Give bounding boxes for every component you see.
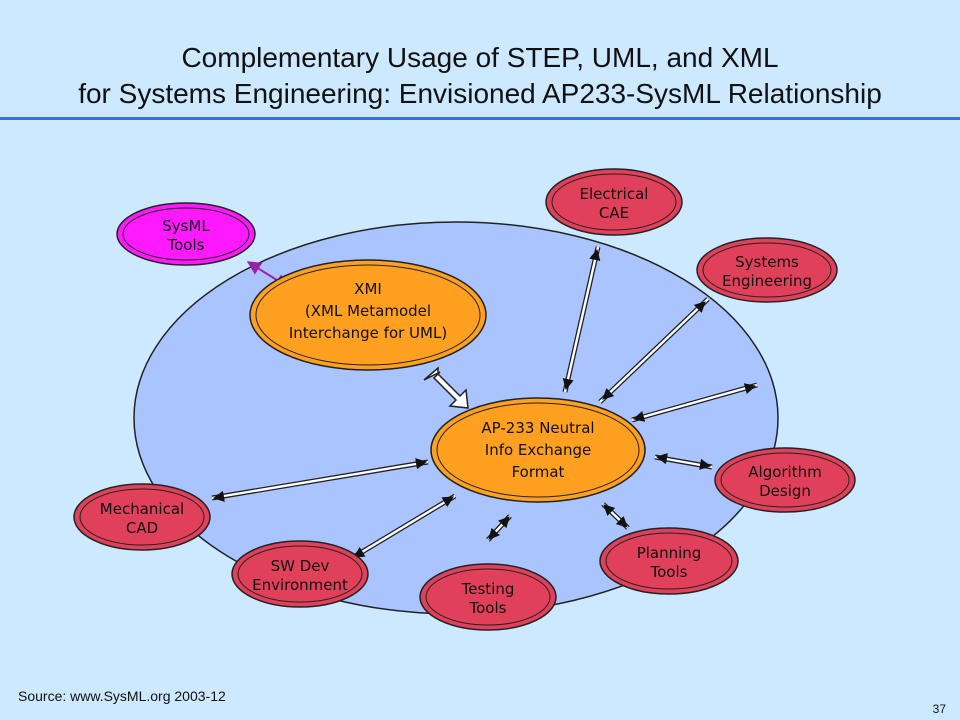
slide-title: Complementary Usage of STEP, UML, and XM… [0,40,960,112]
algorithm-label-2: Design [759,482,811,500]
node-planning-tools[interactable]: Planning Tools [599,527,739,595]
testing-label-2: Tools [469,599,507,617]
arrow-swdev [350,493,457,561]
node-mechanical-cad[interactable]: Mechanical CAD [73,483,211,551]
sysml-label-1: SysML [162,217,210,235]
electrical-label-2: CAE [599,204,629,222]
systems-label-2: Engineering [722,272,812,290]
title-line-2: for Systems Engineering: Envisioned AP23… [78,78,882,109]
swdev-label-2: Environment [252,576,348,594]
node-systems-engineering[interactable]: Systems Engineering [696,237,838,303]
arrow-mechanical [211,458,429,502]
sysml-label-2: Tools [167,236,205,254]
mechanical-label-2: CAD [126,519,158,537]
xmi-label-1: XMI [354,280,382,298]
systems-label-1: Systems [735,253,799,271]
node-sysml-tools[interactable]: SysML Tools [116,202,256,266]
node-sw-dev-environment[interactable]: SW Dev Environment [231,540,369,608]
arrow-outer-right [631,382,758,423]
node-xmi[interactable]: XMI (XML Metamodel Interchange for UML) [249,259,487,371]
source-citation: Source: www.SysML.org 2003-12 [18,688,226,704]
planning-label-2: Tools [650,563,688,581]
swdev-label-1: SW Dev [271,557,330,575]
testing-label-1: Testing [461,580,515,598]
ap233-label-2: Info Exchange [485,441,591,459]
xmi-ap233-wide-arrow-icon [423,366,469,409]
mechanical-label-1: Mechanical [100,500,184,518]
arrow-planning [601,502,630,530]
algorithm-label-1: Algorithm [748,463,821,481]
node-testing-tools[interactable]: Testing Tools [419,563,557,631]
arrow-systems [598,297,710,404]
ap233-label-1: AP-233 Neutral [481,419,594,437]
arrow-algorithm [654,453,713,470]
planning-label-1: Planning [637,544,702,562]
node-algorithm-design[interactable]: Algorithm Design [714,447,856,513]
node-ap233[interactable]: AP-233 Neutral Info Exchange Format [430,397,646,503]
xmi-label-2: (XML Metamodel [305,302,431,320]
arrow-testing [486,514,512,542]
node-electrical-cae[interactable]: Electrical CAE [545,168,683,236]
electrical-label-1: Electrical [580,185,649,203]
page-number: 37 [932,702,946,716]
xmi-label-3: Interchange for UML) [289,324,447,342]
title-underline [0,117,960,120]
ap233-label-3: Format [512,463,565,481]
arrow-electrical [562,246,601,393]
title-line-1: Complementary Usage of STEP, UML, and XM… [181,42,779,73]
connection-arrows [211,246,758,561]
